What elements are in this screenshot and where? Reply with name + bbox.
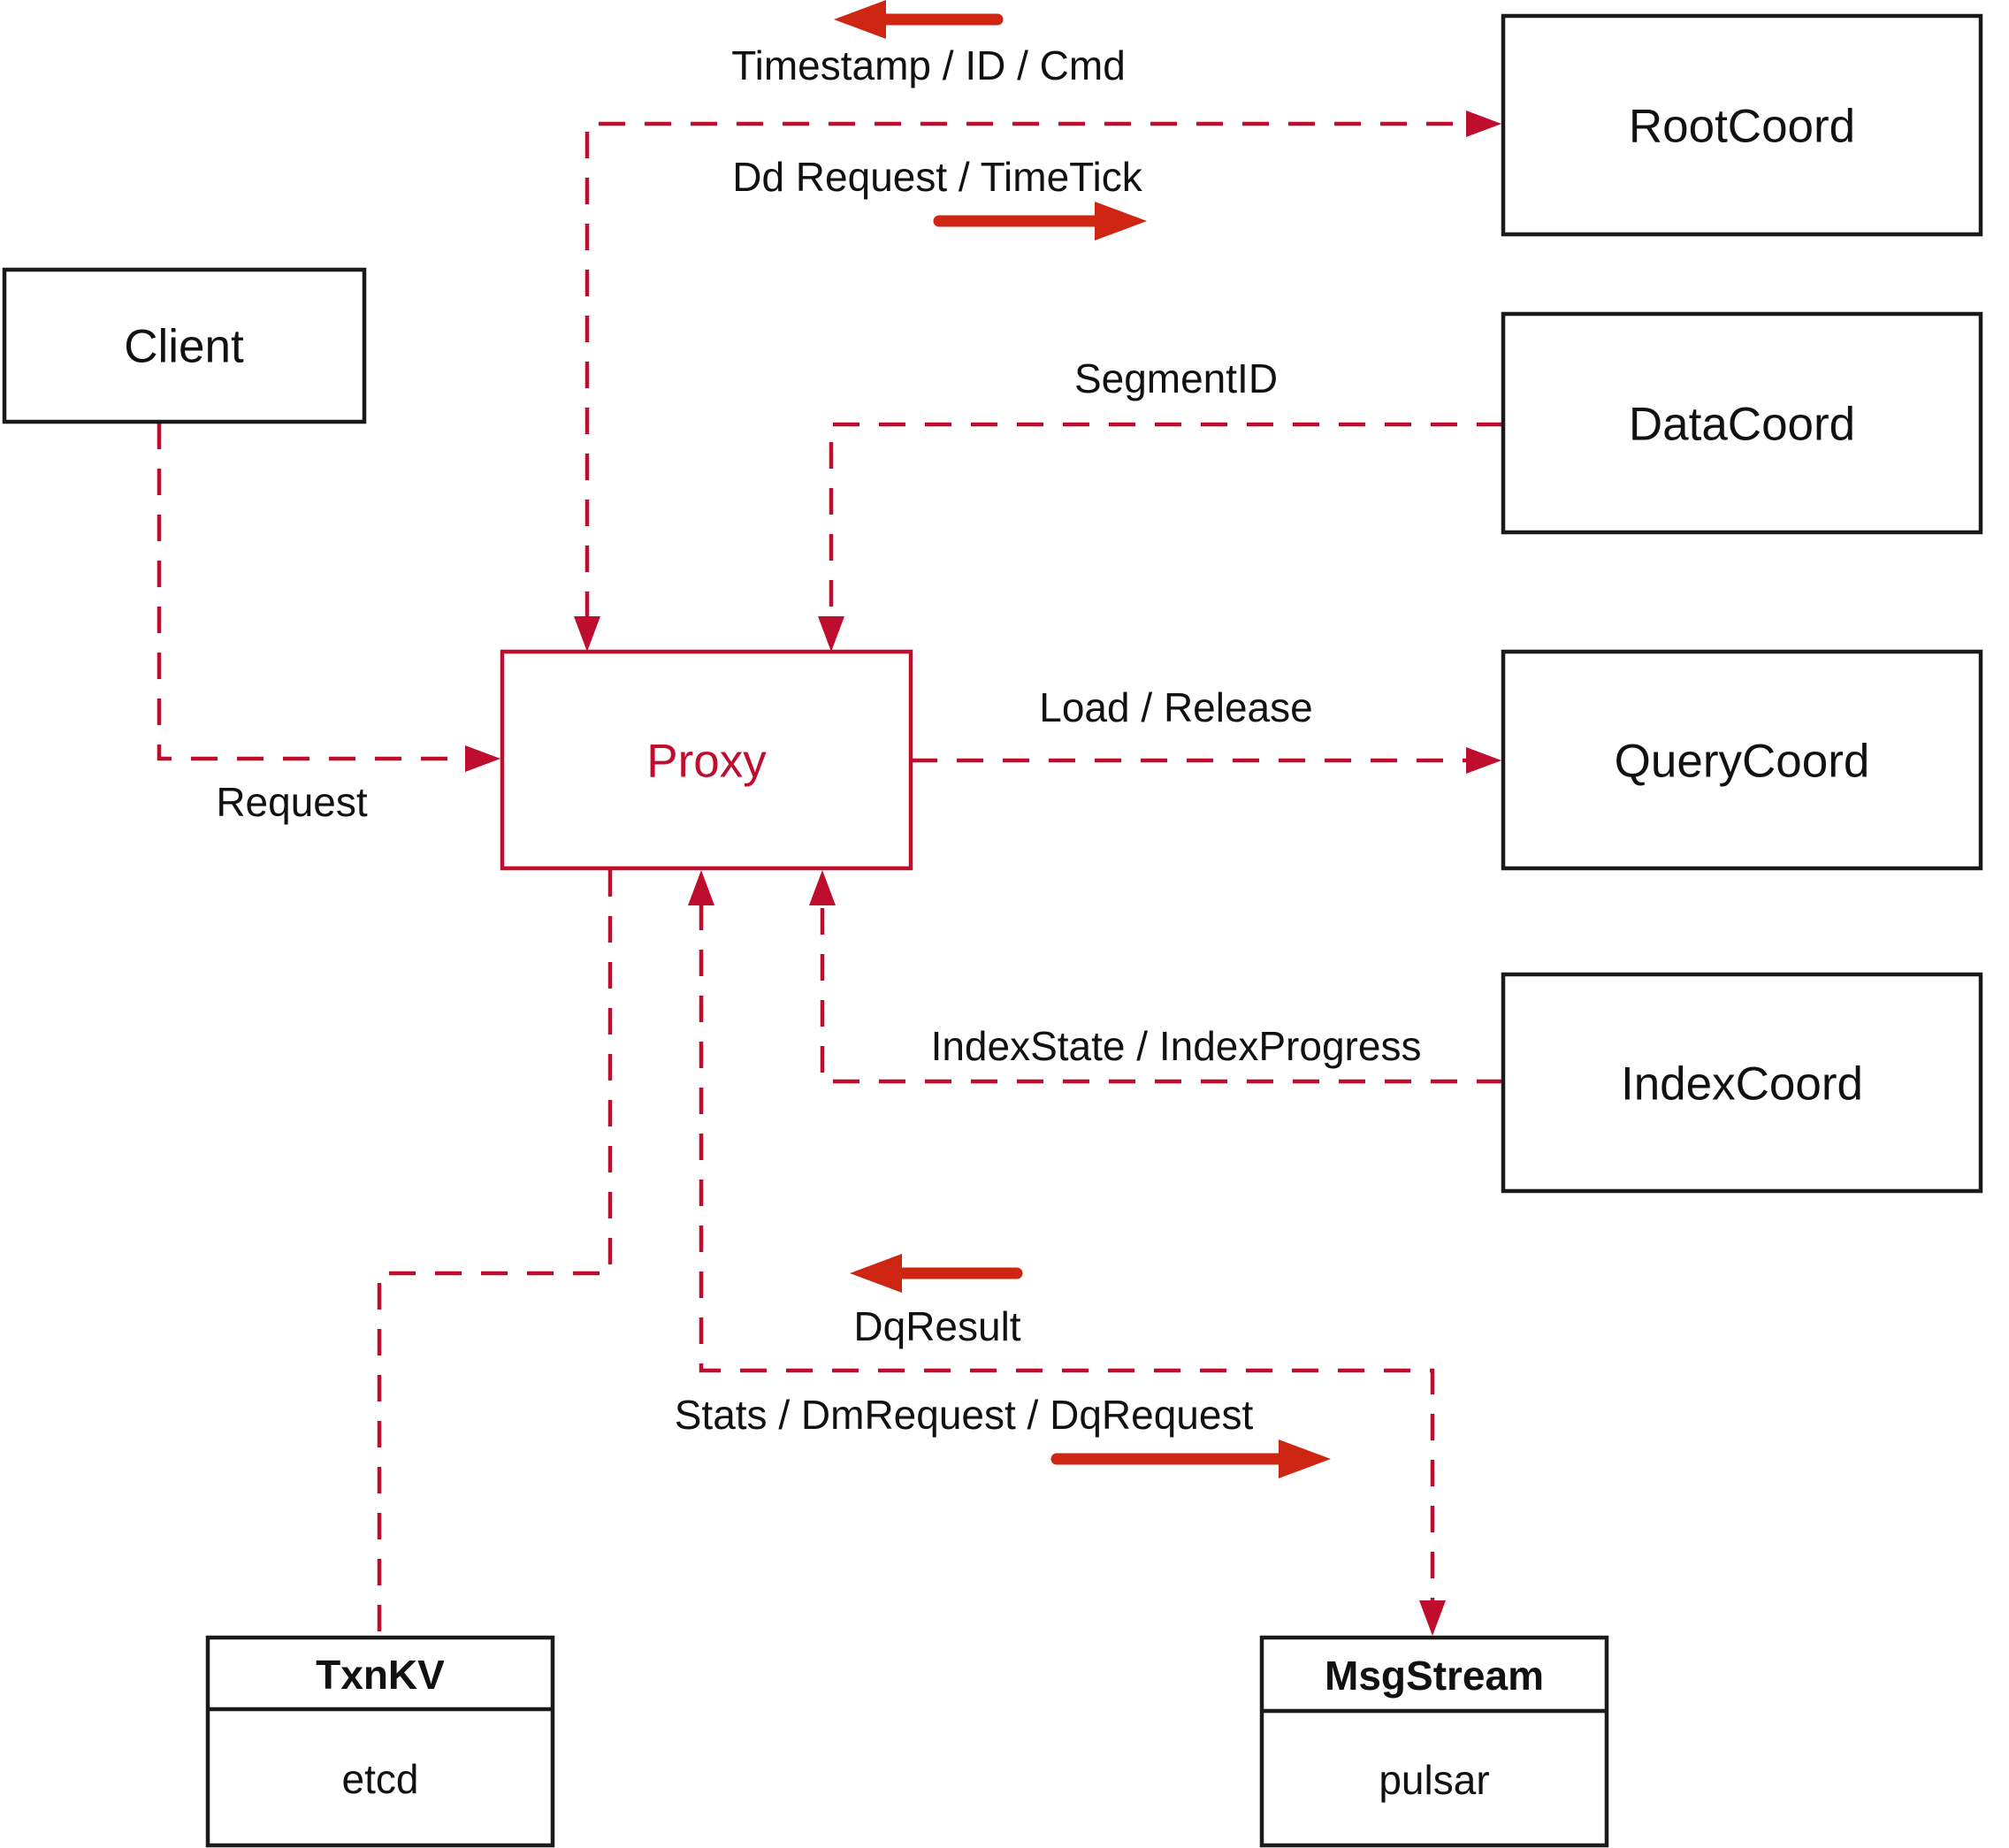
edge-proxy-msgstream bbox=[688, 870, 1446, 1636]
node-proxy: Proxy bbox=[500, 649, 913, 871]
node-txnkv-subtitle: etcd bbox=[342, 1756, 419, 1802]
edge-proxy-txnkv bbox=[377, 870, 613, 1636]
edge-label-timestamp: Timestamp / ID / Cmd bbox=[731, 42, 1126, 88]
arrowhead-into-proxy-bottom-left-icon bbox=[688, 870, 714, 905]
node-indexcoord: IndexCoord bbox=[1501, 972, 1983, 1194]
node-msgstream-title: MsgStream bbox=[1325, 1653, 1544, 1699]
node-client: Client bbox=[2, 267, 367, 424]
arrowhead-into-msgstream-icon bbox=[1419, 1600, 1446, 1636]
node-querycoord-label: QueryCoord bbox=[1615, 736, 1870, 788]
right-arrow-stats-icon bbox=[1050, 1439, 1331, 1478]
node-rootcoord: RootCoord bbox=[1501, 13, 1983, 237]
edge-label-dd-request: Dd Request / TimeTick bbox=[732, 154, 1143, 200]
arrowhead-into-proxy-top-left-icon bbox=[574, 616, 600, 652]
edge-label-index-state: IndexState / IndexProgress bbox=[931, 1023, 1422, 1069]
arrowhead-into-proxy-left-icon bbox=[465, 745, 500, 772]
edge-label-segment-id: SegmentID bbox=[1074, 355, 1278, 401]
arrowhead-into-rootcoord-icon bbox=[1466, 111, 1501, 137]
edge-datacoord-proxy bbox=[818, 422, 1503, 652]
edge-client-proxy bbox=[157, 423, 500, 772]
node-txnkv-title: TxnKV bbox=[316, 1652, 445, 1698]
edge-label-stats: Stats / DmRequest / DqRequest bbox=[675, 1392, 1254, 1438]
node-proxy-label: Proxy bbox=[646, 736, 767, 788]
node-datacoord: DataCoord bbox=[1501, 311, 1983, 535]
arrowhead-into-proxy-bottom-right-icon bbox=[809, 870, 836, 905]
edge-proxy-querycoord bbox=[911, 747, 1501, 774]
node-querycoord: QueryCoord bbox=[1501, 649, 1983, 871]
node-msgstream-subtitle: pulsar bbox=[1379, 1757, 1489, 1803]
node-indexcoord-label: IndexCoord bbox=[1621, 1058, 1863, 1111]
edge-proxy-rootcoord bbox=[574, 111, 1501, 652]
edge-indexcoord-proxy bbox=[809, 870, 1503, 1084]
arrowhead-into-querycoord-icon bbox=[1466, 747, 1501, 774]
edge-label-load-release: Load / Release bbox=[1039, 684, 1312, 730]
node-datacoord-label: DataCoord bbox=[1629, 399, 1855, 451]
edge-label-dq-result: DqResult bbox=[853, 1303, 1020, 1349]
edge-label-request: Request bbox=[216, 779, 368, 825]
left-arrow-timestamp-icon bbox=[834, 0, 1004, 39]
node-rootcoord-label: RootCoord bbox=[1629, 101, 1855, 153]
node-msgstream: MsgStream pulsar bbox=[1259, 1635, 1609, 1848]
node-client-label: Client bbox=[124, 321, 244, 373]
arrowhead-into-proxy-top-right-icon bbox=[818, 616, 844, 652]
left-arrow-dqresult-icon bbox=[850, 1254, 1023, 1293]
right-arrow-dd-request-icon bbox=[933, 202, 1147, 241]
node-txnkv: TxnKV etcd bbox=[205, 1635, 555, 1848]
